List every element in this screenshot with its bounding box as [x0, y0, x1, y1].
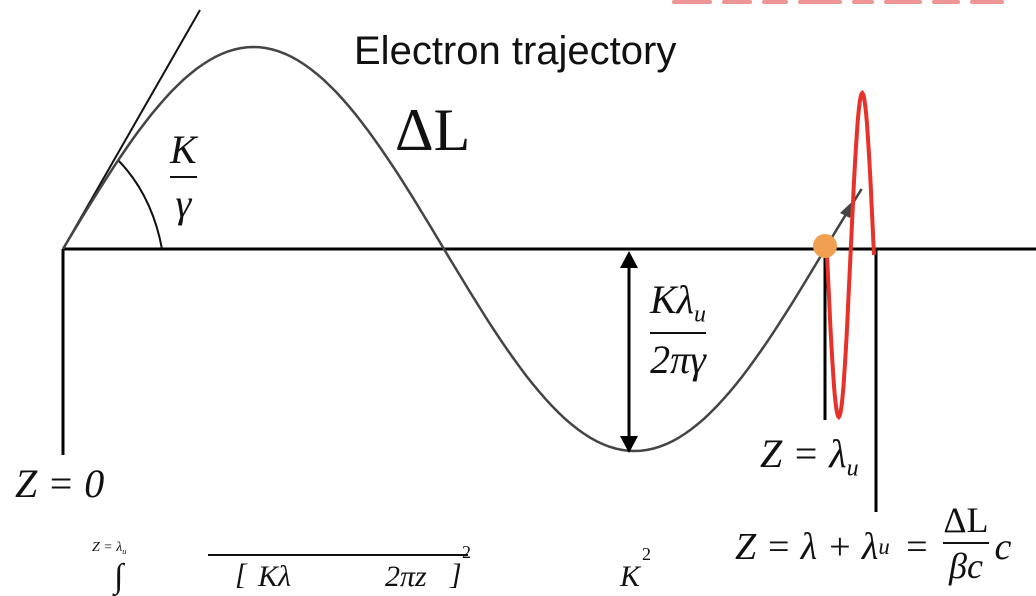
z0-label: Z = 0: [15, 461, 105, 506]
radiation-wave: [825, 89, 876, 421]
top-ribbon: [672, 0, 1036, 8]
z-lambda-u-label: Z = λu: [760, 431, 859, 482]
amplitude-fraction-den: 2πγ: [650, 337, 706, 383]
diagram-title: Electron trajectory: [354, 29, 677, 73]
angle-arc: [117, 159, 163, 250]
angle-fraction: K γ: [170, 130, 197, 224]
diagram-canvas: [61, 9, 1036, 512]
angle-fraction-den: γ: [175, 181, 192, 226]
delta-l-label: ΔL: [395, 97, 471, 163]
angle-fraction-num: K: [170, 127, 197, 172]
fraction-bar: [170, 176, 197, 178]
amplitude-arrow-top: [620, 251, 638, 268]
electron-dot: [813, 234, 837, 258]
electron-trajectory: [61, 45, 863, 453]
amplitude-fraction: Kλu 2πγ: [650, 277, 707, 383]
fraction-bar: [650, 332, 707, 335]
amplitude-arrow-bottom: [620, 436, 638, 453]
amplitude-fraction-num: Kλu: [650, 277, 707, 328]
